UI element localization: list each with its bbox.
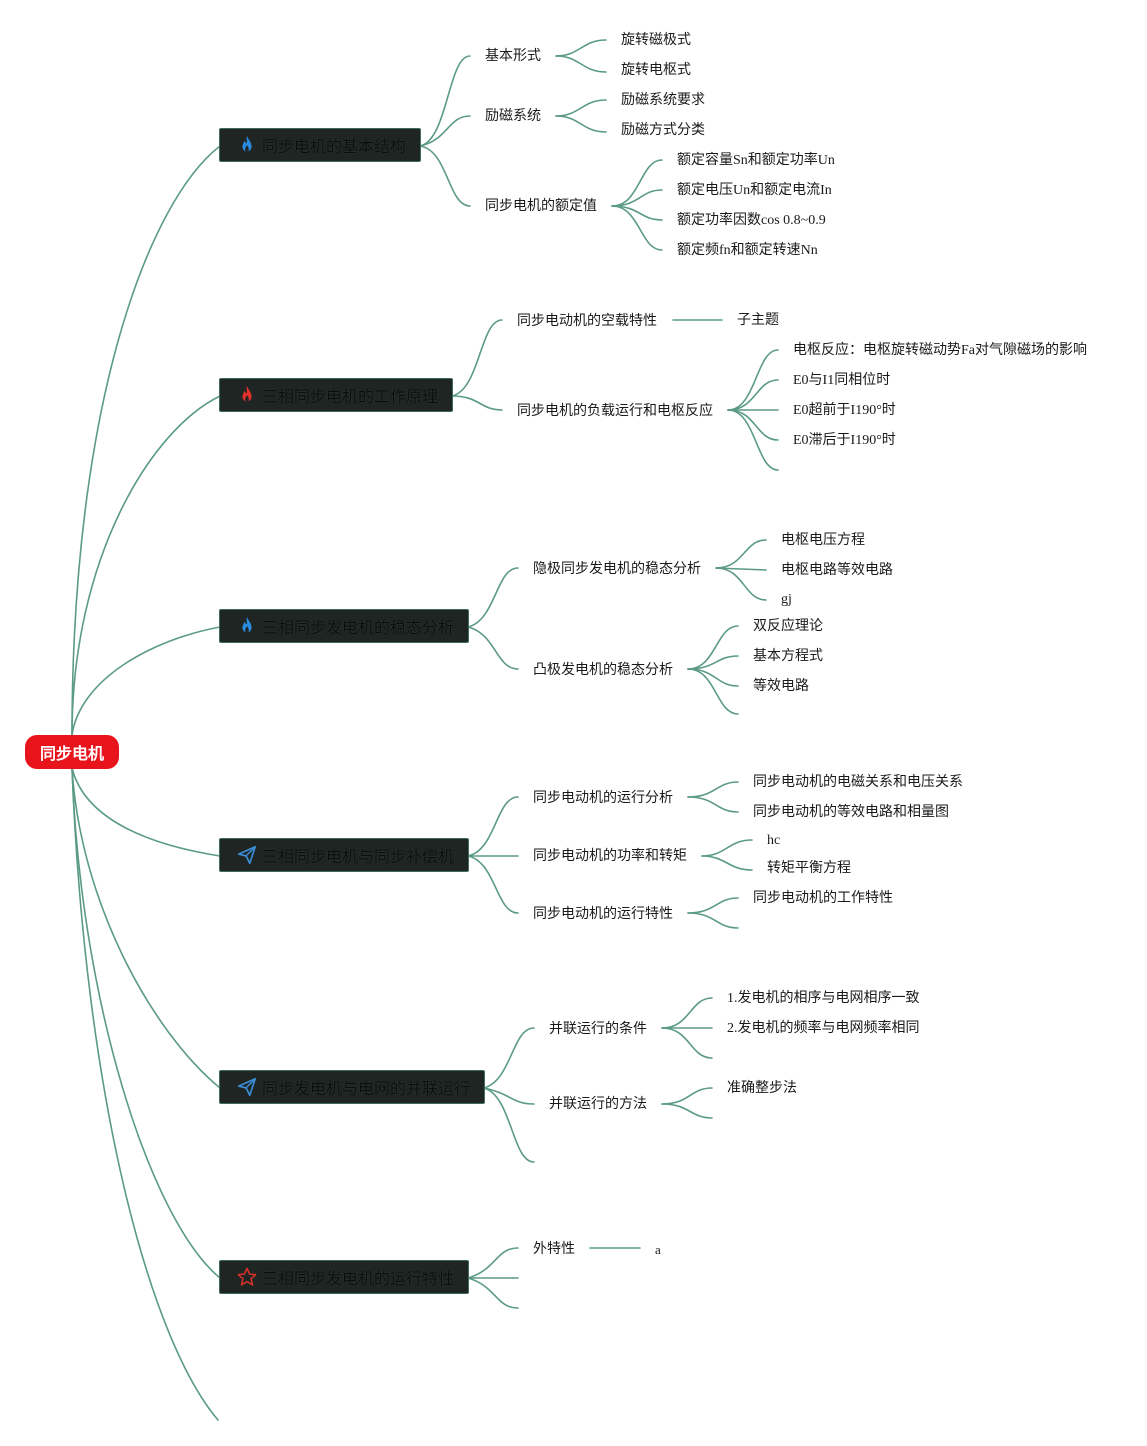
leaf-node[interactable]: 电枢电压方程 [781, 533, 865, 548]
link-root-tail [71, 767, 219, 1421]
leaf-node[interactable]: 同步电动机的等效电路和相量图 [753, 805, 949, 820]
paper-plane-icon [236, 844, 258, 866]
leaf-node[interactable]: 励磁系统要求 [621, 93, 705, 108]
branch-node-basic-structure[interactable]: 同步电机的基本结构 [219, 128, 422, 162]
branch-label: 同步电机的基本结构 [262, 137, 407, 156]
leaf-node[interactable]: E0与I1同相位时 [793, 373, 891, 388]
flame-blue-icon [236, 615, 258, 637]
branch-node-working-principle[interactable]: 三相同步电机的工作原理 [219, 378, 454, 412]
branch-node-steady-state[interactable]: 三相同步发电机的稳态分析 [219, 609, 470, 643]
leaf-node[interactable]: a [655, 1242, 661, 1257]
topic-node[interactable]: 同步电机的负载运行和电枢反应 [517, 403, 713, 419]
leaf-node[interactable]: 额定功率因数cos 0.8~0.9 [677, 213, 826, 228]
topic-node[interactable]: 凸极发电机的稳态分析 [533, 662, 673, 678]
link-root-b4 [71, 767, 221, 857]
leaf-node[interactable]: 励磁方式分类 [621, 123, 705, 138]
topic-node[interactable]: 励磁系统 [485, 108, 541, 124]
leaf-node[interactable]: 准确整步法 [727, 1081, 797, 1096]
topic-node[interactable]: 同步电机的额定值 [485, 198, 597, 214]
flame-red-icon [236, 384, 258, 406]
topic-node[interactable]: 同步电动机的空载特性 [517, 313, 657, 329]
leaf-node[interactable]: 基本方程式 [753, 649, 823, 664]
branch-label: 同步发电机与电网的并联运行 [262, 1079, 471, 1098]
topic-node[interactable]: 外特性 [533, 1241, 575, 1257]
branch-label: 三相同步电机的工作原理 [262, 387, 439, 406]
leaf-node[interactable]: 旋转磁极式 [621, 33, 691, 48]
branch-node-compensator[interactable]: 三相同步电机与同步补偿机 [219, 838, 470, 872]
link-root-b2 [71, 395, 221, 736]
leaf-node[interactable]: E0超前于I190°时 [793, 403, 896, 418]
link-root-b3 [71, 626, 221, 736]
paper-plane-icon [236, 1076, 258, 1098]
topic-node[interactable]: 并联运行的条件 [549, 1021, 647, 1037]
leaf-node[interactable]: 子主题 [737, 313, 779, 328]
topic-node[interactable]: 隐极同步发电机的稳态分析 [533, 561, 701, 577]
leaf-node[interactable]: 等效电路 [753, 679, 809, 694]
leaf-node[interactable]: 额定容量Sn和额定功率Un [677, 153, 835, 168]
topic-node[interactable]: 并联运行的方法 [549, 1096, 647, 1112]
link-root-b5 [71, 767, 221, 1089]
leaf-node[interactable]: gj [781, 592, 792, 607]
root-node[interactable]: 同步电机 [25, 735, 119, 769]
leaf-node[interactable]: hc [767, 833, 781, 848]
branch-node-parallel-operation[interactable]: 同步发电机与电网的并联运行 [219, 1070, 486, 1104]
branch-node-operating-characteristics[interactable]: 三相同步发电机的运行特性 [219, 1260, 470, 1294]
branch-label: 三相同步发电机的稳态分析 [262, 618, 455, 637]
leaf-node[interactable]: 转矩平衡方程 [767, 861, 851, 876]
star-outline-icon [236, 1266, 258, 1288]
topic-node[interactable]: 同步电动机的运行特性 [533, 906, 673, 922]
branch-label: 三相同步发电机的运行特性 [262, 1269, 455, 1288]
topic-node[interactable]: 基本形式 [485, 48, 541, 64]
leaf-node[interactable]: 同步电动机的工作特性 [753, 891, 893, 906]
leaf-node[interactable]: 电枢反应：电枢旋转磁动势Fa对气隙磁场的影响 [793, 343, 1087, 358]
leaf-node[interactable]: E0滞后于I190°时 [793, 433, 896, 448]
leaf-node[interactable]: 旋转电枢式 [621, 63, 691, 78]
leaf-node[interactable]: 电枢电路等效电路 [781, 563, 893, 578]
leaf-node[interactable]: 同步电动机的电磁关系和电压关系 [753, 775, 963, 790]
root-label: 同步电机 [39, 744, 104, 763]
link-root-b6 [71, 767, 221, 1279]
leaf-node[interactable]: 1.发电机的相序与电网相序一致 [727, 991, 920, 1006]
leaf-node[interactable]: 额定频fn和额定转速Nn [677, 243, 818, 258]
leaf-node[interactable]: 2.发电机的频率与电网频率相同 [727, 1021, 920, 1036]
topic-node[interactable]: 同步电动机的运行分析 [533, 790, 673, 806]
leaf-node[interactable]: 额定电压Un和额定电流In [677, 183, 832, 198]
leaf-node[interactable]: 双反应理论 [753, 619, 823, 634]
topic-node[interactable]: 同步电动机的功率和转矩 [533, 848, 687, 864]
flame-blue-icon [236, 134, 258, 156]
branch-label: 三相同步电机与同步补偿机 [262, 847, 455, 866]
link-root-b1 [71, 145, 221, 736]
